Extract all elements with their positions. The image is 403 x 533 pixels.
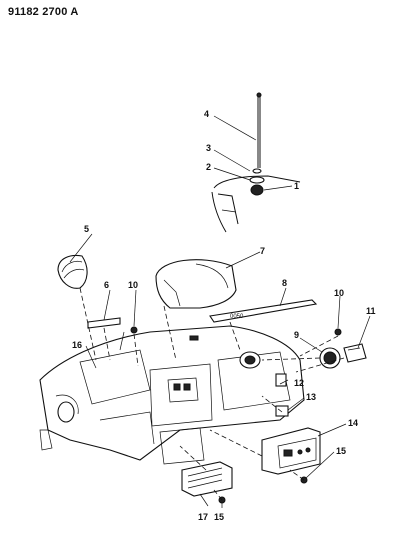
callout-1: 1 [294, 181, 299, 191]
vent-housing [343, 343, 367, 363]
callouts: 4 3 2 1 5 6 10 7 8 10 11 9 16 12 13 14 1… [72, 109, 376, 522]
instrument-panel [39, 325, 305, 465]
bracket [275, 405, 289, 417]
speaker-grille [57, 254, 88, 289]
callout-9: 9 [294, 330, 299, 340]
callout-3: 3 [206, 143, 211, 153]
screw-10-right [334, 328, 342, 336]
defroster-grille: 0050 [209, 299, 318, 323]
trim-strip [87, 317, 121, 329]
callout-14: 14 [348, 418, 358, 428]
antenna-nut [252, 168, 262, 174]
amplifier [181, 461, 233, 497]
callout-8: 8 [282, 278, 287, 288]
callout-2: 2 [206, 162, 211, 172]
callout-13: 13 [306, 392, 316, 402]
callout-15-right: 15 [336, 446, 346, 456]
screw-10-left [130, 326, 138, 334]
callout-7: 7 [260, 246, 265, 256]
callout-16: 16 [72, 340, 82, 350]
callout-5: 5 [84, 224, 89, 234]
callout-12: 12 [294, 378, 304, 388]
assembly-lines [79, 287, 345, 501]
callout-4: 4 [204, 109, 209, 119]
radio-receiver [261, 427, 321, 475]
callout-17: 17 [198, 512, 208, 522]
antenna-bezel [249, 176, 265, 184]
callout-15-bottom: 15 [214, 512, 224, 522]
callout-6: 6 [104, 280, 109, 290]
callout-10-left: 10 [128, 280, 138, 290]
svg-text:0050: 0050 [230, 314, 244, 320]
callout-10-right: 10 [334, 288, 344, 298]
fender-panel [213, 175, 301, 189]
diagram-code: 91182 2700 A [8, 6, 79, 18]
leader-lines [69, 115, 371, 508]
cluster-hood [155, 259, 237, 309]
antenna-base [250, 184, 264, 196]
air-vent [319, 347, 341, 369]
callout-11: 11 [366, 306, 376, 316]
antenna-assembly [211, 92, 301, 233]
